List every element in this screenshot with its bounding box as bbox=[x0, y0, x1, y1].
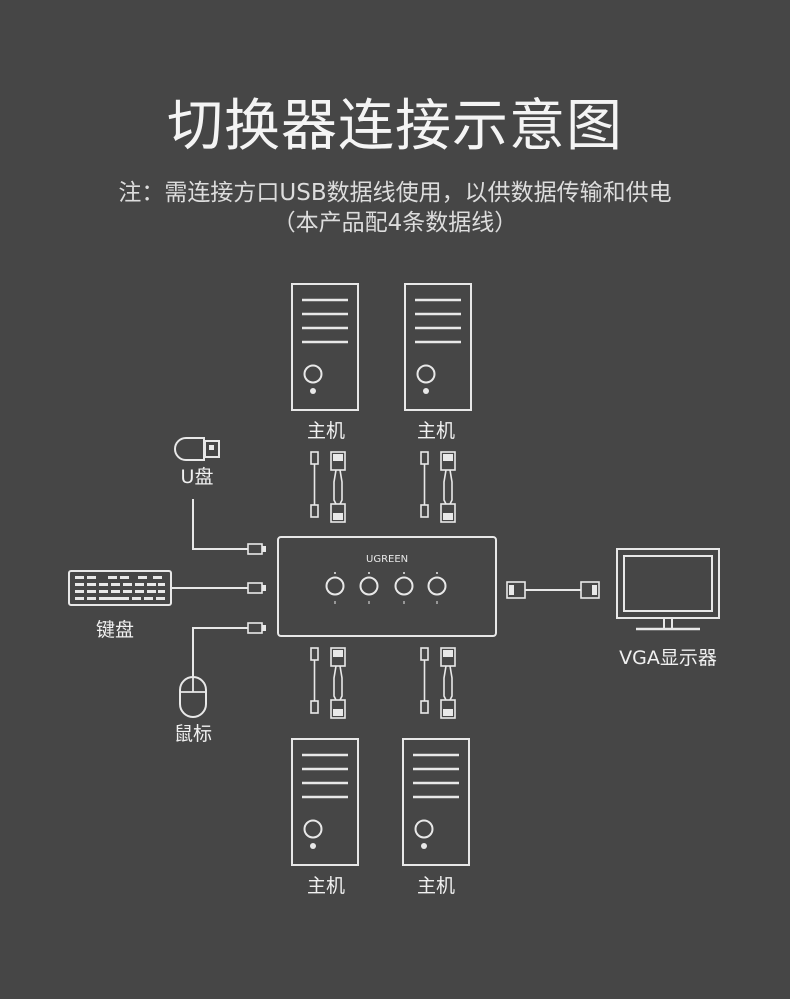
keyboard-plug bbox=[247, 582, 263, 594]
host-bottom-left-icon bbox=[290, 737, 360, 867]
usb-drive-icon bbox=[174, 437, 220, 461]
note-line-2: （本产品配4条数据线） bbox=[272, 210, 518, 236]
monitor-icon bbox=[616, 548, 720, 631]
mouse-plug bbox=[247, 622, 263, 634]
label-host-top-left: 主机 bbox=[306, 420, 345, 442]
label-usb-drive: U盘 bbox=[180, 466, 214, 488]
label-host-top-right: 主机 bbox=[416, 420, 455, 442]
label-host-bottom-left: 主机 bbox=[306, 875, 345, 897]
page-title: 切换器连接示意图 bbox=[167, 94, 623, 159]
host-bottom-right-icon bbox=[401, 737, 471, 867]
label-mouse: 鼠标 bbox=[173, 723, 212, 745]
label-host-bottom-right: 主机 bbox=[416, 875, 455, 897]
label-keyboard: 键盘 bbox=[95, 619, 134, 641]
vga-monitor-cable bbox=[506, 581, 600, 599]
kvm-switch: UGREEN bbox=[277, 536, 497, 637]
switch-brand-label: UGREEN bbox=[366, 554, 408, 565]
host-top-right-icon bbox=[403, 282, 473, 412]
cable-bottom-right bbox=[420, 647, 456, 719]
cable-top-right bbox=[420, 451, 456, 523]
label-monitor: VGA显示器 bbox=[619, 647, 717, 669]
usb-drive-cable bbox=[192, 499, 248, 550]
usb-drive-plug bbox=[247, 543, 263, 555]
cable-top-left bbox=[310, 451, 346, 523]
mouse-icon bbox=[179, 676, 207, 718]
host-top-left-icon bbox=[290, 282, 360, 412]
note-line-1: 注：需连接方口USB数据线使用，以供数据传输和供电 bbox=[118, 180, 672, 206]
keyboard-icon bbox=[68, 570, 172, 606]
mouse-cable bbox=[192, 627, 248, 677]
cable-bottom-left bbox=[310, 647, 346, 719]
